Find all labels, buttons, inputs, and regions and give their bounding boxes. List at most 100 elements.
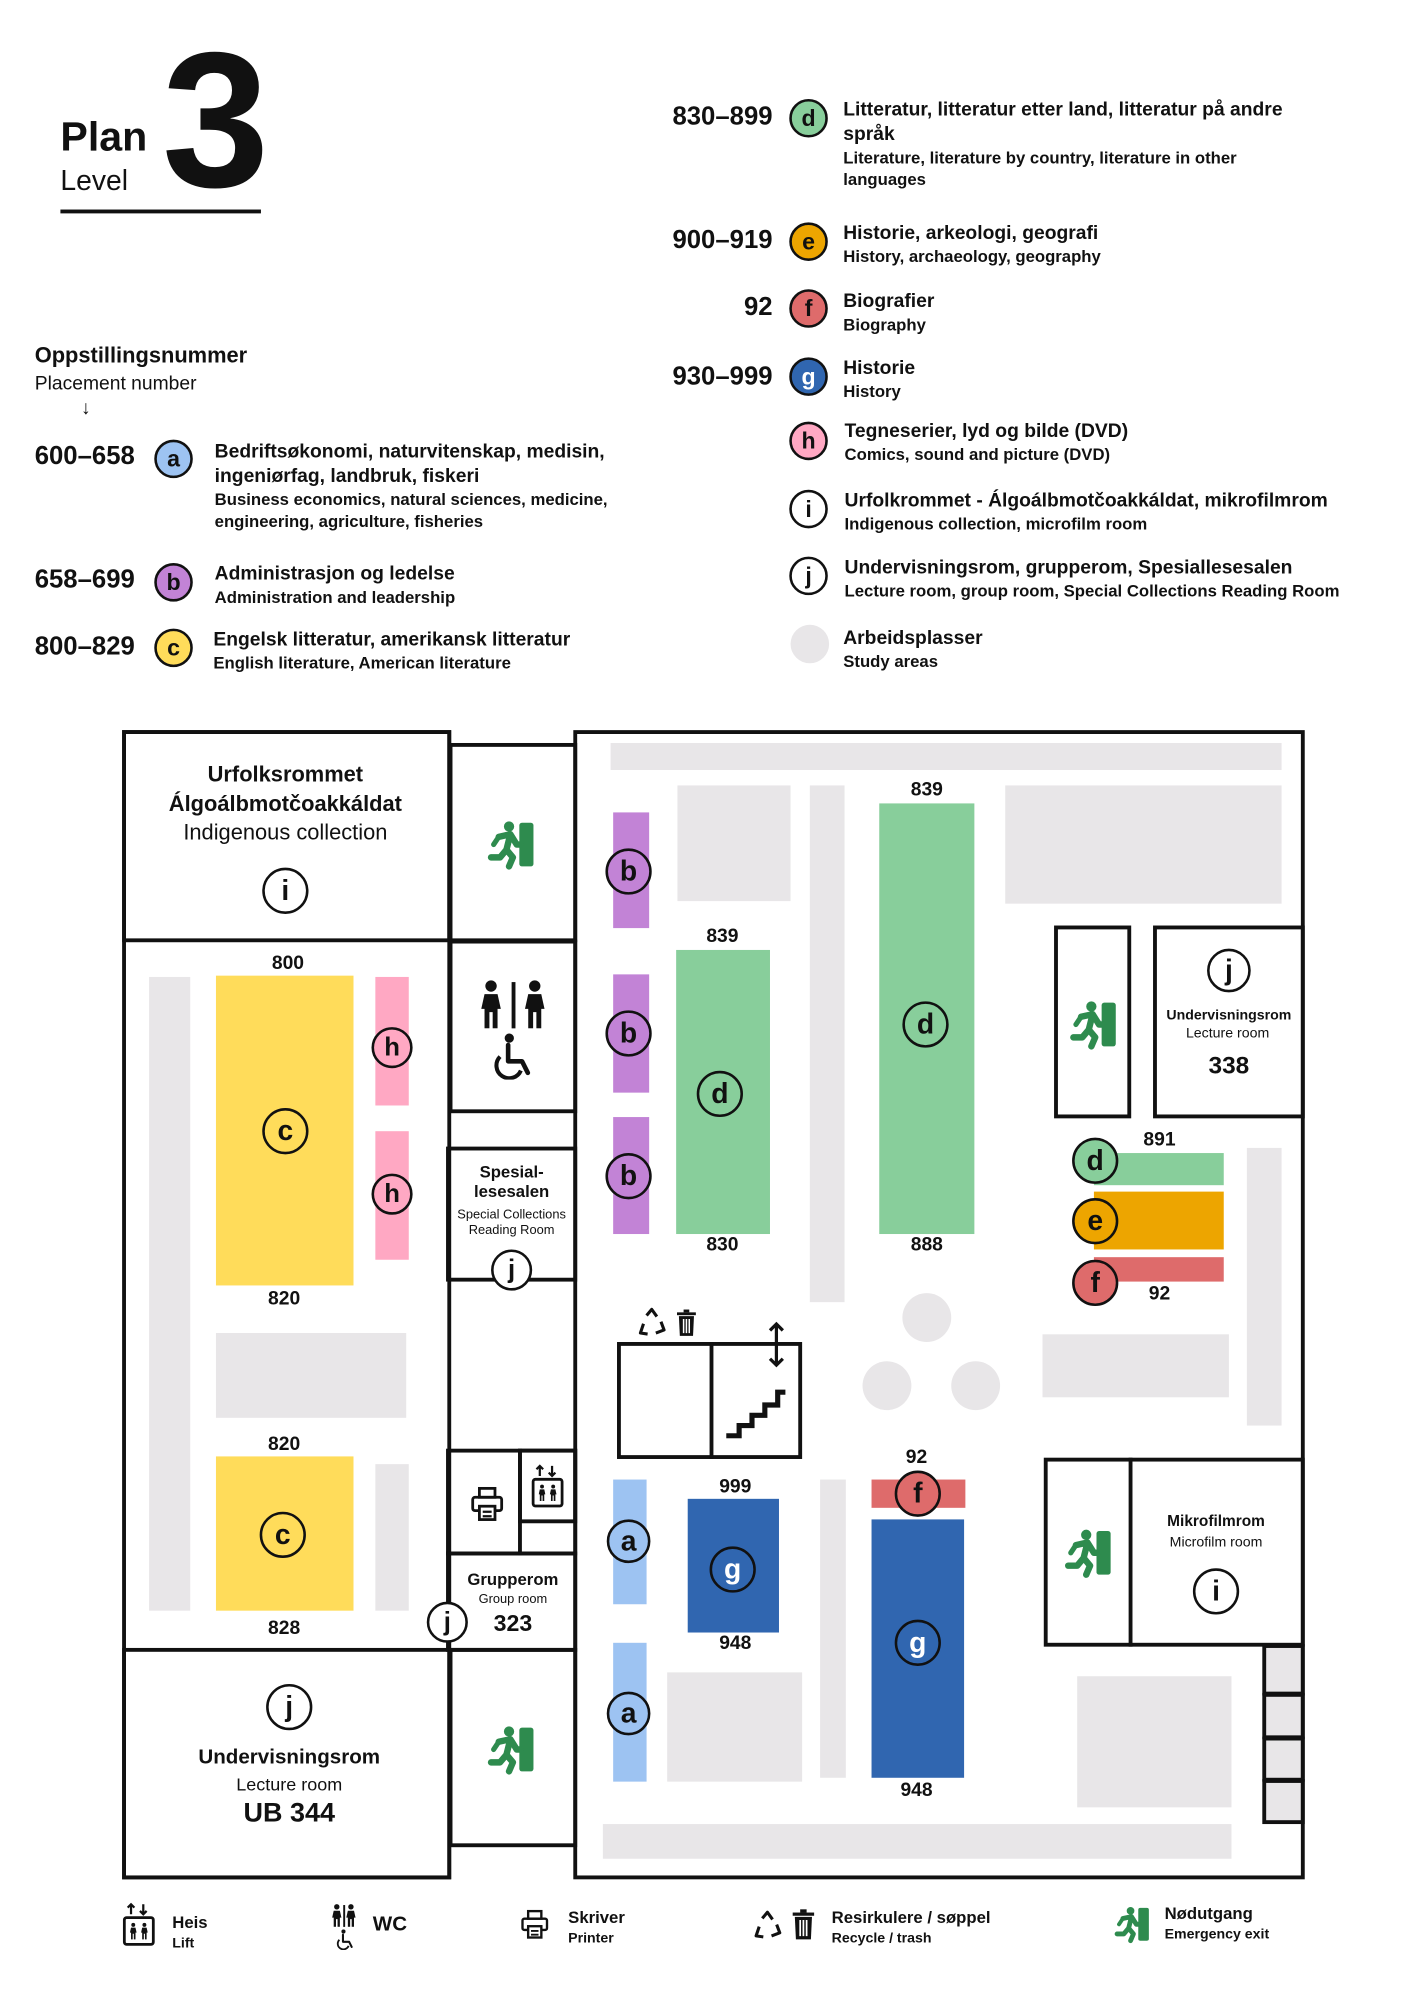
study-area: [1246, 1147, 1282, 1426]
legend-title: Heis: [172, 1912, 208, 1933]
room-subtitle: Microfilm room: [1169, 1534, 1263, 1551]
category-badge: f: [789, 289, 828, 328]
legend-title: Biografier: [843, 290, 935, 313]
lift-icon: [531, 1463, 564, 1509]
range: 900–919: [672, 226, 773, 255]
legend-title: Administrasjon og ledelse: [214, 563, 455, 585]
room-microfilm: [1043, 1457, 1305, 1647]
lift-icon: [122, 1900, 155, 1949]
shelf-label: 800: [271, 952, 305, 975]
printer-icon: [521, 1906, 549, 1942]
shelf-label: 92: [1148, 1282, 1171, 1305]
room-title: Urfolksrommet: [207, 762, 364, 787]
legend-subtitle: Study areas: [843, 651, 938, 672]
marker-b: b: [605, 848, 652, 895]
room-number: 323: [493, 1610, 533, 1637]
marker-h: h: [371, 1173, 413, 1215]
legend-title: Historie, arkeologi, geografi: [843, 222, 1099, 245]
room-subtitle: Lecture room: [1185, 1025, 1270, 1042]
marker-e: e: [1072, 1198, 1119, 1245]
shelf-label: 891: [1143, 1128, 1176, 1151]
plan-label: Plan: [60, 113, 148, 160]
marker-i: i: [1192, 1568, 1240, 1615]
study-area: [1077, 1676, 1232, 1808]
shelf-label: 820: [267, 1433, 301, 1456]
study-area: [215, 1333, 407, 1418]
marker-d: d: [696, 1070, 743, 1118]
legend-subtitle: Lecture room, group room, Special Collec…: [844, 581, 1340, 601]
category-badge: b: [154, 563, 193, 602]
stairs-icon: [726, 1389, 786, 1439]
shelf-label: 828: [267, 1617, 301, 1639]
legend-subtitle: Business economics, natural sciences, me…: [214, 489, 608, 531]
study-area: [375, 1464, 409, 1611]
study-area: [1263, 1644, 1303, 1822]
marker-j: j: [266, 1683, 313, 1731]
marker-d: d: [1072, 1137, 1119, 1184]
legend-title: Urfolkrommet - Álgoálbmotčoakkáldat, mik…: [844, 489, 1328, 512]
divider: [1128, 1457, 1133, 1647]
legend-wc: WC: [372, 1914, 408, 1936]
legend-subtitle: Comics, sound and picture (DVD): [844, 444, 1111, 465]
title-underline: [60, 209, 261, 214]
legend-title: Nødutgang: [1164, 1903, 1253, 1924]
legend-subtitle: Biography: [843, 314, 926, 335]
shelf-label: 830: [706, 1234, 739, 1256]
locker: [1262, 1779, 1305, 1825]
category-badge: d: [789, 98, 828, 138]
room-title: Undervisningsrom: [198, 1746, 381, 1769]
recycle-icon: [752, 1909, 783, 1942]
legend-title: Bedriftsøkonomi, naturvitenskap, medisin…: [214, 440, 605, 488]
study-area-swatch: [790, 624, 830, 664]
range: 830–899: [672, 102, 773, 132]
room-number: 338: [1208, 1052, 1250, 1080]
marker-c: c: [259, 1511, 306, 1558]
room-title: Grupperom: [467, 1569, 559, 1589]
marker-j: j: [491, 1249, 533, 1291]
study-area: [809, 785, 845, 1303]
marker-j: j: [1207, 948, 1251, 993]
emergency-exit-icon: [1068, 999, 1119, 1050]
legend-text: Undervisningsrom, grupperom, Spesiallese…: [845, 555, 1411, 601]
legend-text: Urfolkrommet - Álgoálbmotčoakkáldat, mik…: [845, 488, 1411, 534]
shelf-label: 820: [267, 1288, 301, 1310]
category-badge: h: [789, 421, 828, 461]
recycle-icon: [636, 1307, 667, 1338]
legend-subtitle: History: [843, 381, 901, 402]
shelf-label: 888: [910, 1234, 943, 1256]
range: 800–829: [34, 632, 135, 661]
legend-subtitle: English literature, American literature: [213, 653, 511, 673]
legend-text: Engelsk litteratur, amerikansk litteratu…: [213, 627, 650, 673]
marker-j: j: [426, 1601, 468, 1643]
room-number: UB 344: [243, 1798, 335, 1828]
category-badge: c: [154, 628, 193, 668]
legend-subtitle: History, archaeology, geography: [843, 246, 1101, 267]
study-area: [677, 785, 791, 902]
wall-right-block: [573, 730, 1305, 1880]
marker-c: c: [262, 1108, 309, 1155]
study-area: [1005, 785, 1282, 904]
wc-icon: [330, 1904, 358, 1951]
emergency-exit-icon: [486, 1724, 537, 1775]
study-area: [149, 976, 191, 1611]
shelf-label: 948: [719, 1632, 752, 1655]
study-table: [862, 1361, 912, 1411]
range: 92: [743, 293, 773, 322]
room-title: lesesalen: [473, 1181, 550, 1201]
room-title: Spesial-: [479, 1162, 544, 1182]
emergency-exit-icon: [1063, 1527, 1114, 1578]
level-label: Level: [60, 164, 129, 197]
legend-text: Bedriftsøkonomi, naturvitenskap, medisin…: [215, 440, 652, 533]
room-exit-right: [1054, 925, 1132, 1119]
legend-title: Undervisningsrom, grupperom, Spesiallese…: [844, 556, 1293, 579]
study-area: [667, 1672, 803, 1782]
legend-subtitle: Literature, literature by country, liter…: [843, 147, 1237, 189]
placement-title: Oppstillingsnummer: [34, 343, 248, 368]
